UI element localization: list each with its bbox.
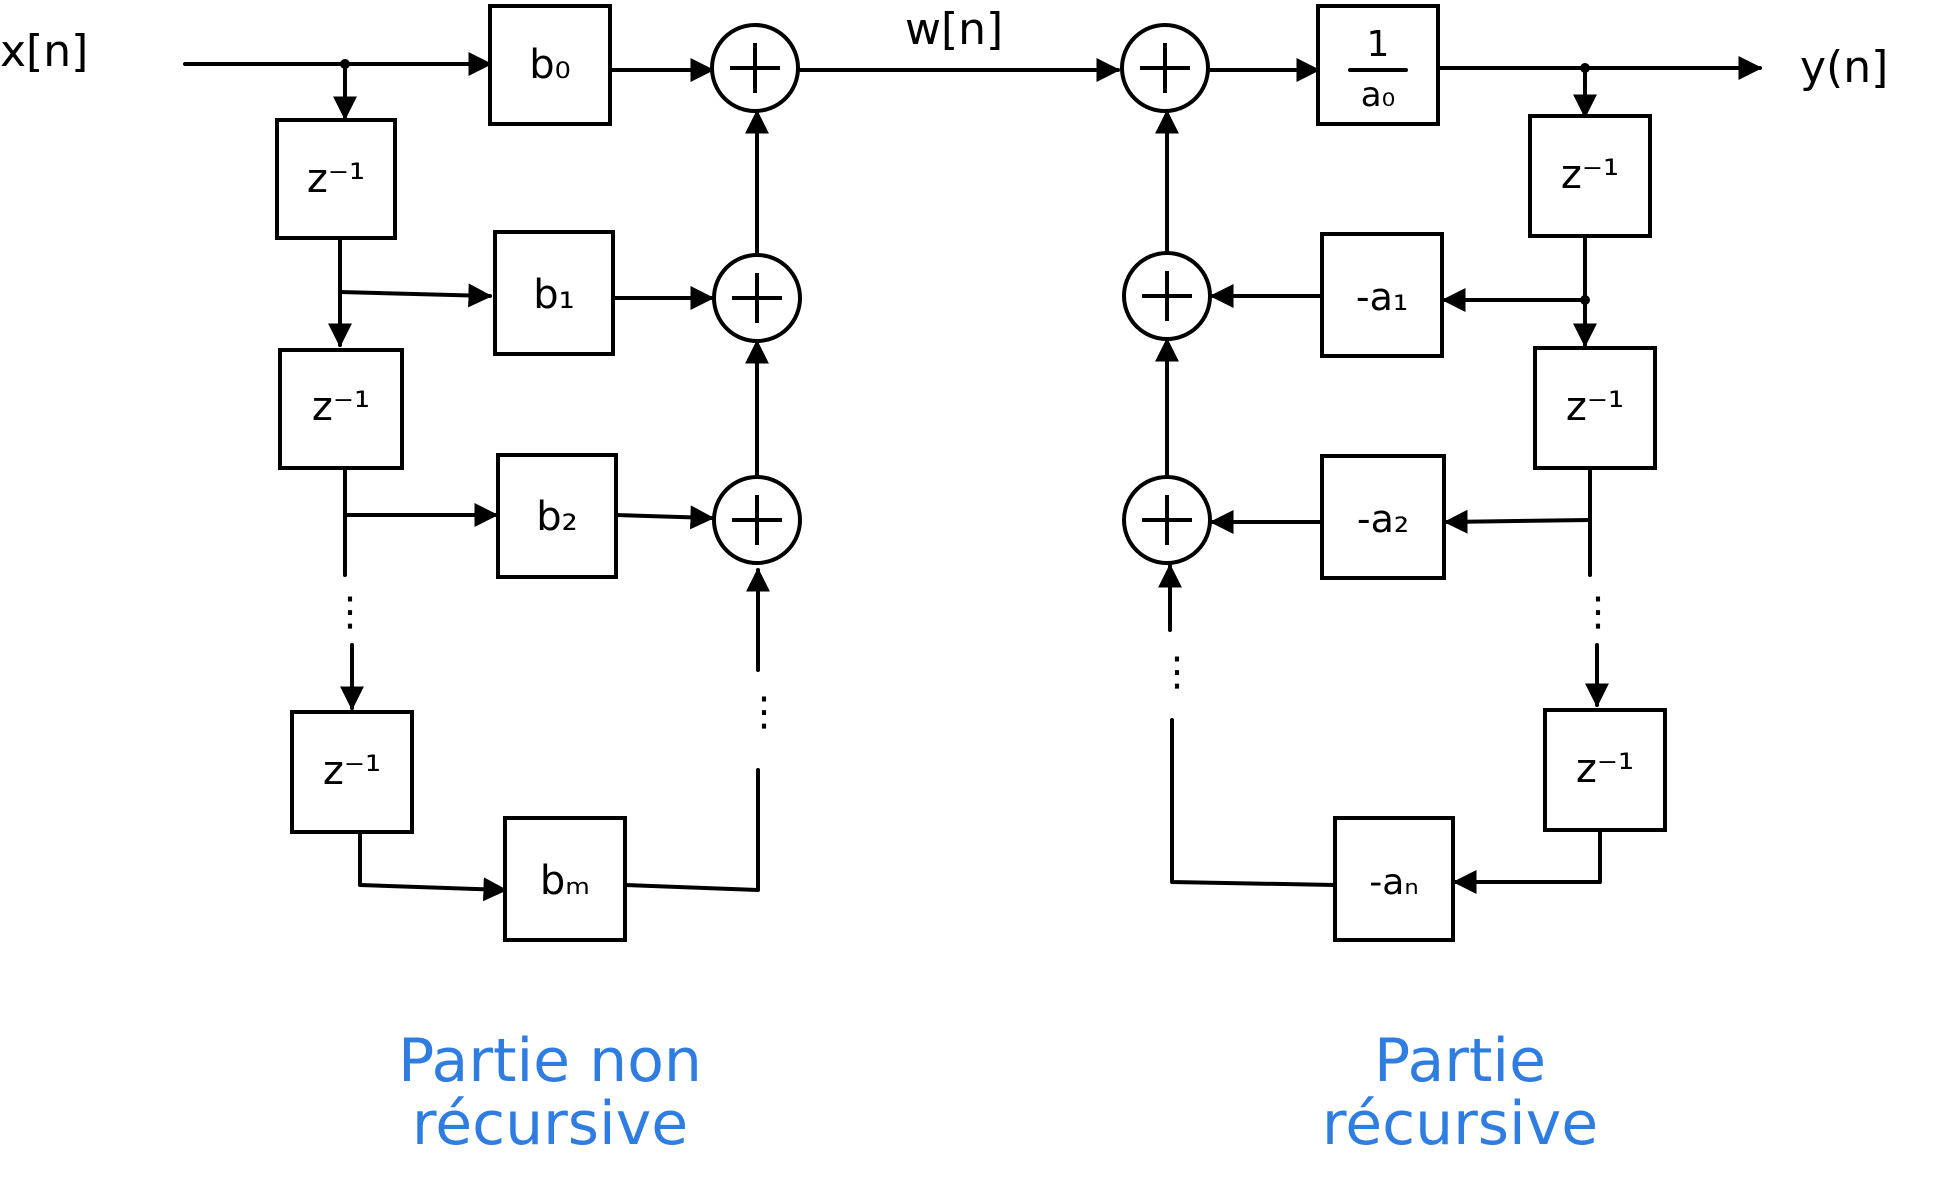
wire-d2-to-b2 [343,466,499,527]
delay-right-n-text: z⁻¹ [1576,746,1634,792]
wire-b2-to-sum2 [614,505,715,530]
coef-a1-box [1320,232,1444,358]
right-section-caption: Partie récursive [1270,1030,1650,1156]
left-section-caption-line2: récursive [411,1089,689,1159]
coef-b0-text: b₀ [529,42,570,88]
delay-left-1-box [275,118,397,240]
wire-aN-up [1170,718,1337,887]
coef-a2-text: -a₂ [1357,497,1409,541]
wire-d1-to-b1 [338,236,493,308]
output-signal-label: y(n] [1800,42,1888,93]
right-section-caption-line1: Partie [1373,1026,1547,1096]
coef-b2-text: b₂ [536,494,577,540]
sum-left-2-plus [732,495,782,545]
coef-bm-text: bₘ [540,858,590,904]
sum-right-1-plus [1142,271,1192,321]
coef-bm-box [503,816,627,942]
wire-rd2-to-a2 [1443,509,1592,534]
wire-dm-to-bm [358,830,508,902]
delay-right-2-text: z⁻¹ [1566,384,1624,430]
right-sum-continuation-dots: ⋮ [1157,649,1197,695]
right-continuation-dots: ⋮ [1578,589,1618,635]
coef-a1-text: -a₁ [1356,275,1408,319]
coef-b0-box [488,4,612,126]
input-signal-label: x[n] [0,26,88,77]
delay-left-2-box [278,348,404,470]
coef-a2-box [1320,454,1446,580]
gain-inv-a0-denominator: a₀ [1361,75,1395,115]
delay-left-m-text: z⁻¹ [323,748,381,794]
delay-right-2-box [1533,346,1657,470]
wire-bm-up [623,768,760,892]
coef-aN-box [1333,816,1455,942]
wire-rdn-to-aN [1452,828,1602,894]
gain-inv-a0-box [1316,4,1440,126]
left-section-caption-line1: Partie non [398,1026,702,1096]
delay-right-1-text: z⁻¹ [1561,152,1619,198]
left-section-caption: Partie non récursive [330,1030,770,1156]
coef-b1-text: b₁ [533,272,574,318]
sum-left-1-plus [732,273,782,323]
w-signal-label: w[n] [905,4,1003,55]
delay-left-2-text: z⁻¹ [312,384,370,430]
left-continuation-dots: ⋮ [330,589,370,635]
coef-b1-box [493,230,615,356]
right-section-caption-line2: récursive [1321,1089,1599,1159]
sum-right-2-plus [1142,495,1192,545]
gain-inv-a0-numerator: 1 [1367,24,1390,65]
left-sum-continuation-dots: ⋮ [744,689,784,735]
delay-right-n-box [1543,708,1667,832]
delay-right-1-box [1528,114,1652,238]
coef-b2-box [496,453,618,579]
sum-right-0-plus [1140,43,1190,93]
coef-aN-text: -aₙ [1369,862,1418,903]
delay-left-1-text: z⁻¹ [307,156,365,202]
sum-left-0-plus [730,43,780,93]
delay-left-m-box [290,710,414,834]
